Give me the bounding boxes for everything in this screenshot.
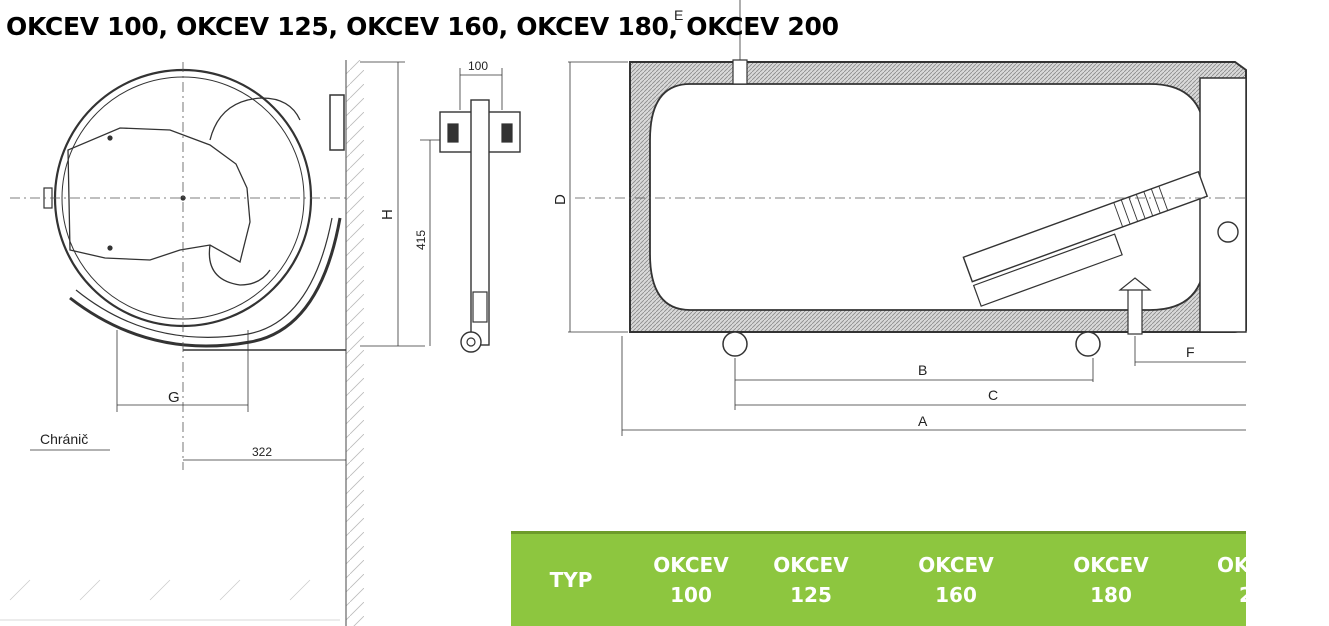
tank-cover	[67, 127, 251, 263]
column-size: 100	[670, 583, 712, 607]
column-model: OK	[1217, 553, 1250, 577]
column-size: 160	[935, 583, 977, 607]
label-dim-c: C	[988, 387, 998, 403]
table-column-okcev-100: OKCEV 100	[631, 534, 751, 626]
column-model: OKCEV	[773, 553, 849, 577]
label-dim-322: 322	[252, 445, 272, 459]
column-model: OKCEV	[1073, 553, 1149, 577]
label-dim-415: 415	[414, 230, 428, 250]
spec-table-header: TYP OKCEV 100 OKCEV 125 OKCEV 160 OKCEV …	[511, 531, 1253, 626]
technical-drawing: Chránič 322 G H 415 100 D E B C A F	[0, 0, 1247, 626]
label-dim-100: 100	[468, 59, 488, 73]
label-guard: Chránič	[40, 431, 88, 447]
column-model: OKCEV	[918, 553, 994, 577]
column-model: OKCEV	[653, 553, 729, 577]
label-dim-e: E	[674, 7, 683, 23]
label-dim-f: F	[1186, 344, 1195, 360]
label-dim-h: H	[379, 209, 396, 220]
label-dim-g: G	[168, 389, 180, 406]
front-view	[568, 0, 1247, 436]
table-column-okcev-160: OKCEV 160	[896, 534, 1016, 626]
inner-vessel	[649, 83, 1206, 311]
column-size: 180	[1090, 583, 1132, 607]
typ-label: TYP	[549, 568, 593, 592]
side-view	[0, 60, 440, 626]
label-dim-b: B	[918, 362, 927, 378]
wall-bracket	[69, 217, 342, 348]
wall	[346, 60, 364, 626]
table-column-okcev-180: OKCEV 180	[1051, 534, 1171, 626]
table-column-okcev-200: OK 2	[1209, 534, 1329, 626]
bracket-detail	[439, 68, 521, 353]
table-column-okcev-125: OKCEV 125	[751, 534, 871, 626]
floor-hatch	[0, 579, 340, 621]
table-header-typ: TYP	[511, 534, 631, 626]
heating-element	[962, 170, 1209, 307]
page-title: OKCEV 100, OKCEV 125, OKCEV 160, OKCEV 1…	[6, 12, 839, 41]
label-dim-d: D	[552, 194, 569, 205]
column-size: 125	[790, 583, 832, 607]
label-dim-a: A	[918, 413, 928, 429]
column-size: 2	[1239, 583, 1253, 607]
